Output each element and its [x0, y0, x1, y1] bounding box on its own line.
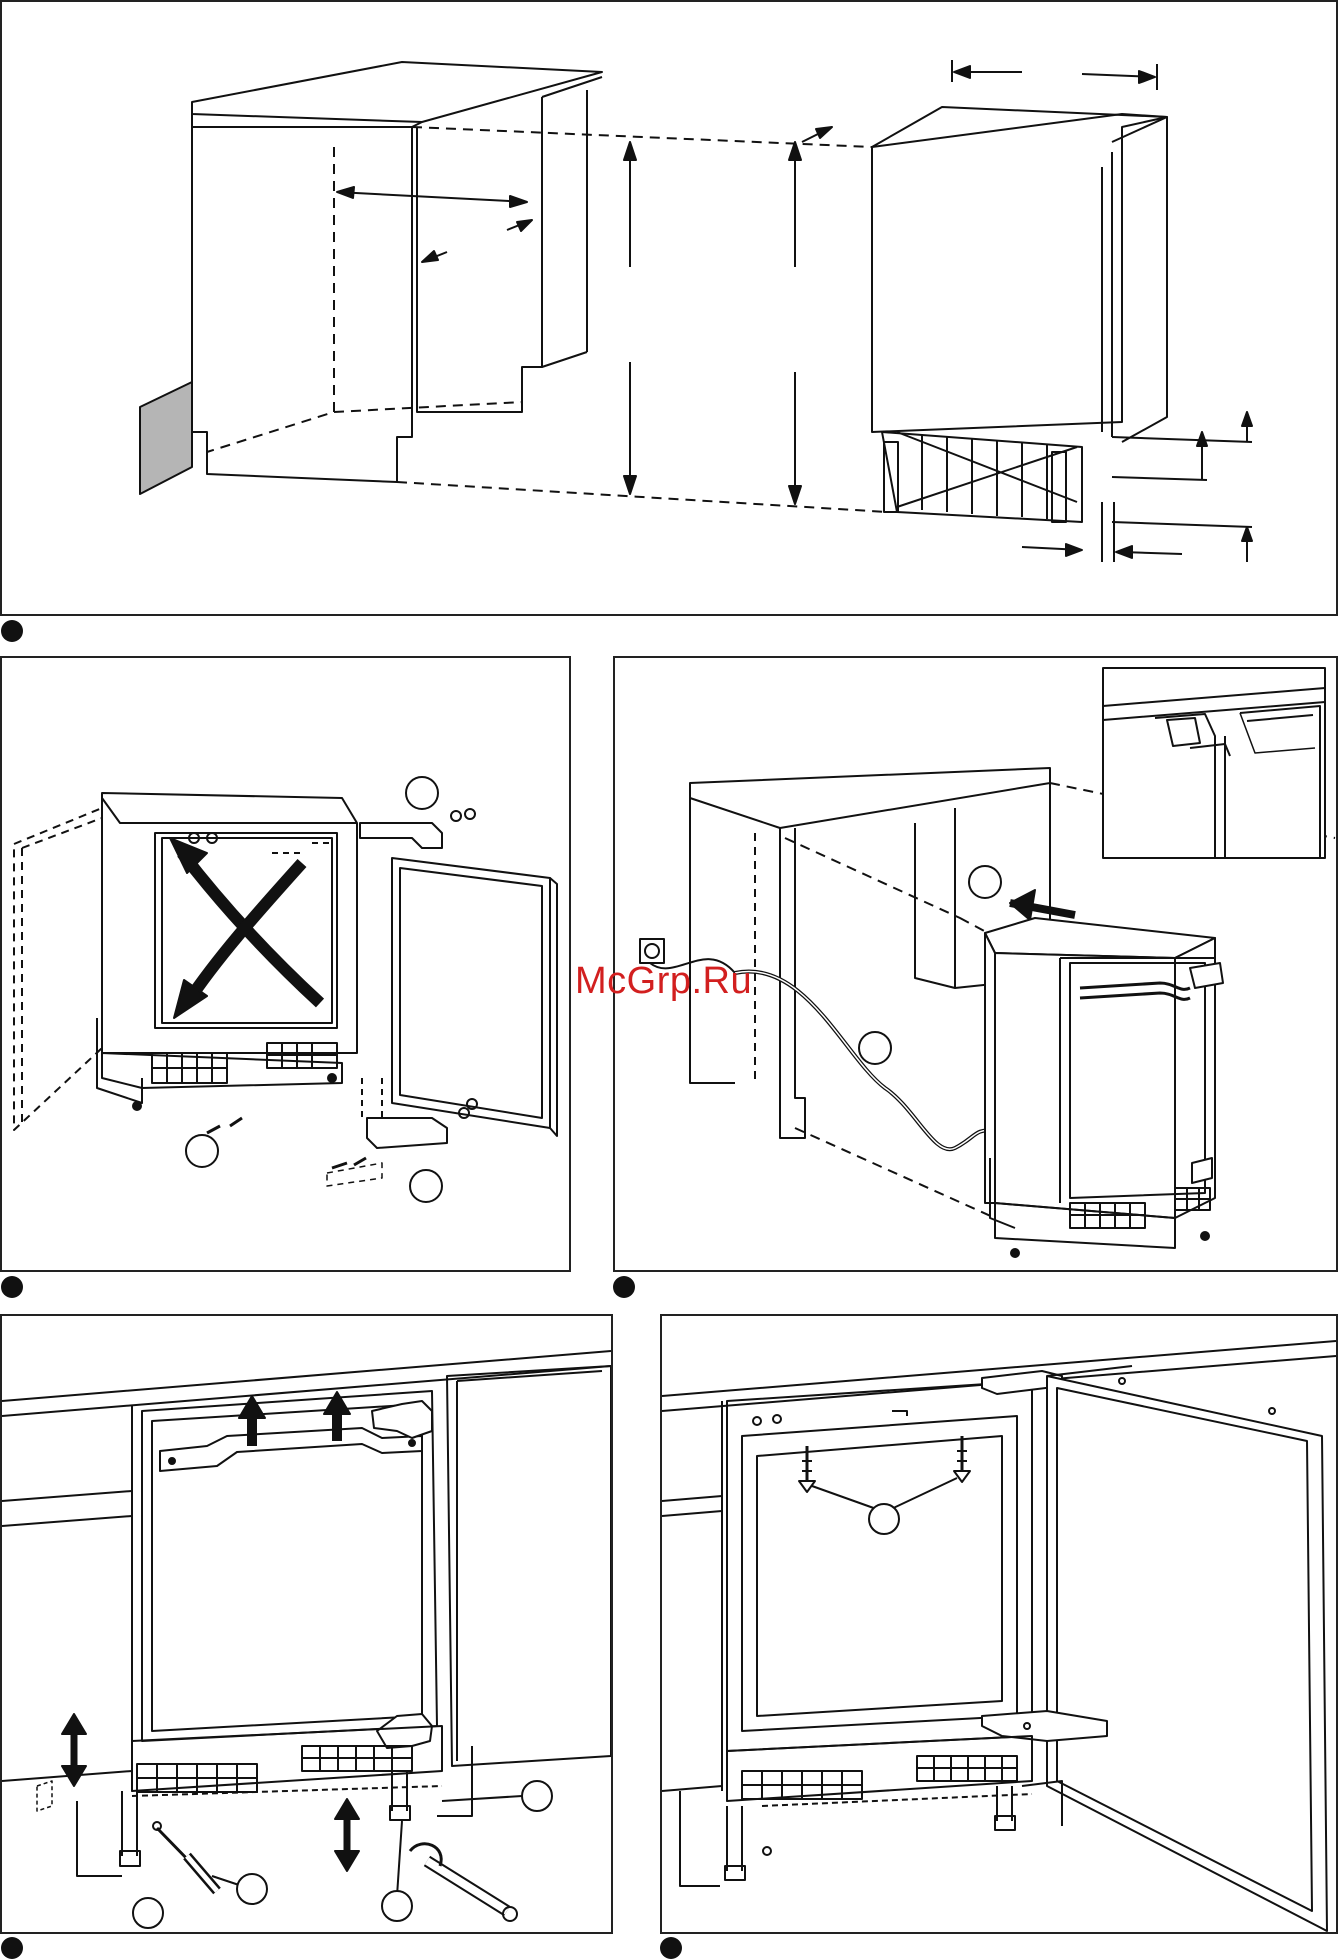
hinge-reversal-drawing — [2, 658, 569, 1270]
step-5-marker — [660, 1937, 682, 1959]
furniture-door-mount-drawing — [662, 1316, 1336, 1932]
step-3-marker — [613, 1276, 635, 1298]
step-2-panel — [0, 656, 571, 1272]
step-1-panel — [0, 0, 1338, 616]
step-4-marker — [1, 1937, 23, 1959]
leveling-drawing — [2, 1316, 611, 1932]
step-2-marker — [1, 1276, 23, 1298]
step-5-panel — [660, 1314, 1338, 1934]
watermark-text: McGrp.Ru — [575, 960, 752, 1003]
step-1-marker — [1, 620, 23, 642]
cabinet-dimensions-drawing — [2, 2, 1336, 614]
step-4-panel — [0, 1314, 613, 1934]
